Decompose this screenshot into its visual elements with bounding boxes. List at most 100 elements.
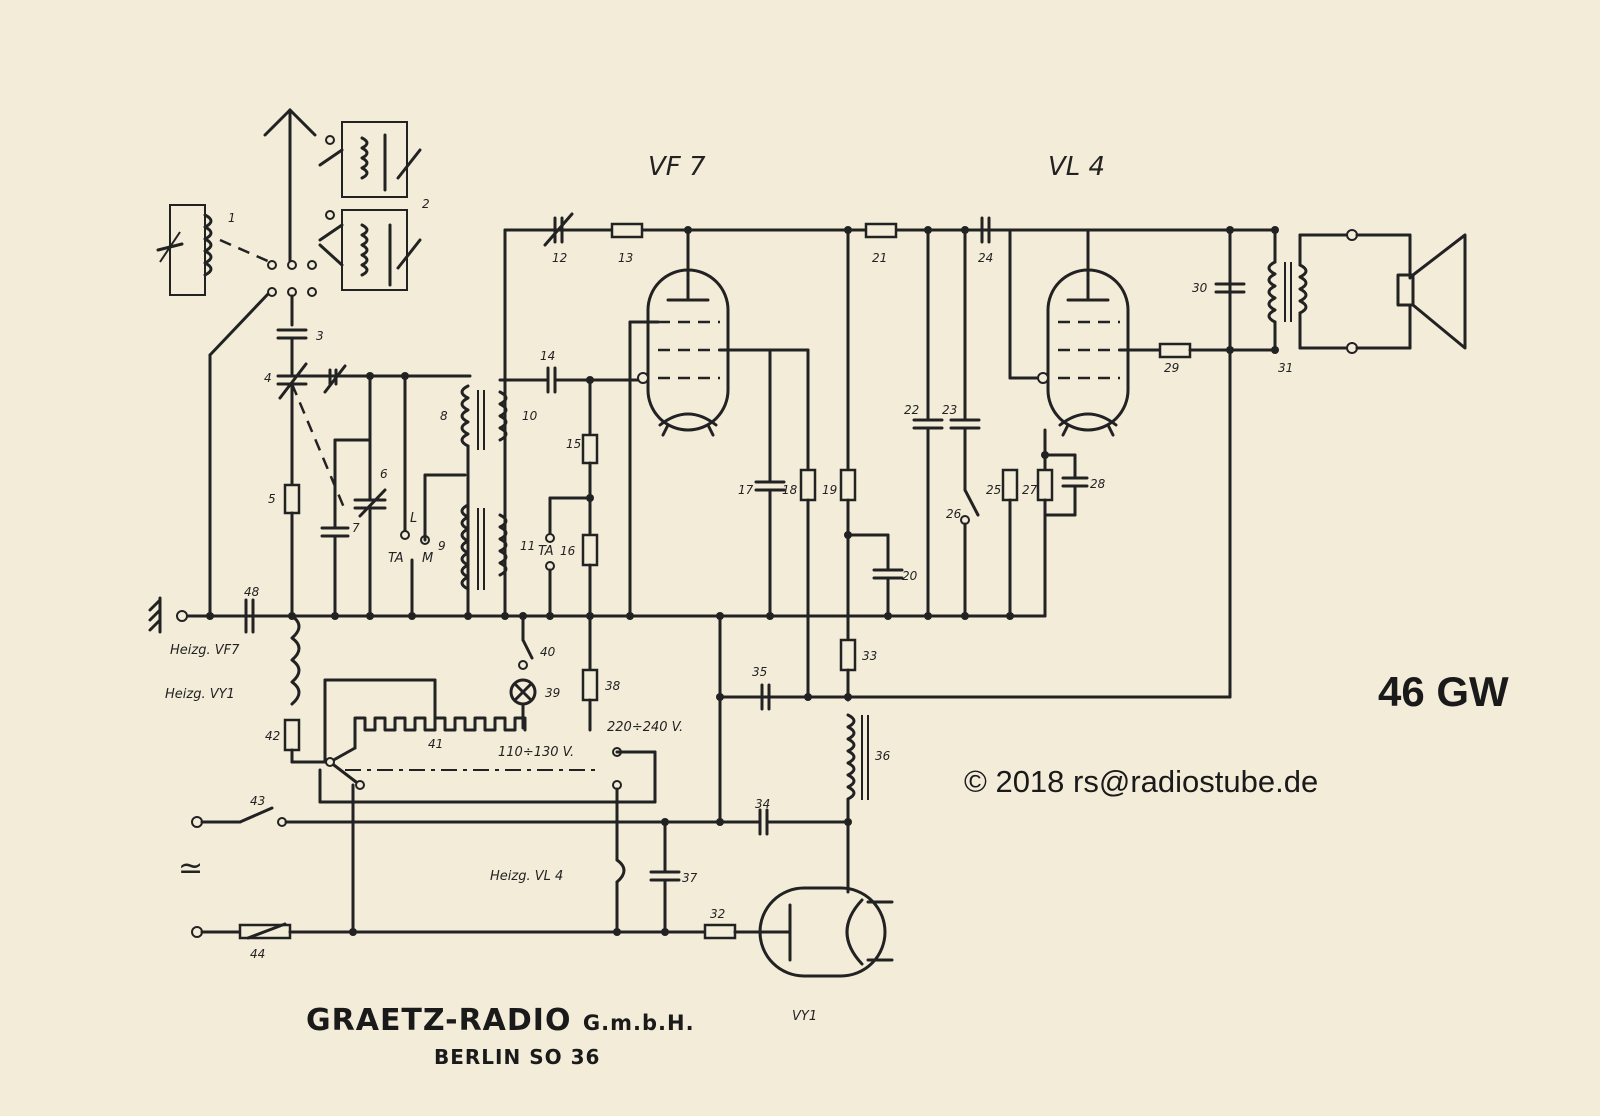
mains-symbol: ≃	[178, 851, 203, 886]
manufacturer-name: GRAETZ-RADIO G.m.b.H.	[306, 1003, 695, 1038]
label-15: 15	[566, 437, 581, 451]
heater-vl4: Heizg. VL 4	[490, 787, 626, 934]
capacitor-22: 22	[904, 228, 944, 618]
resistor-25: 25	[986, 468, 1019, 618]
label-7: 7	[352, 521, 360, 535]
label-12: 12	[552, 251, 567, 265]
label-switch-m: M	[422, 551, 433, 566]
label-40: 40	[540, 645, 556, 659]
line-fuse-44: 44	[191, 783, 707, 961]
pilot-lamp-39: 40 39	[509, 614, 560, 730]
label-19: 19	[822, 483, 837, 497]
label-41: 41	[428, 737, 443, 751]
resistor-29: 29	[1158, 342, 1277, 375]
capacitor-34: 34	[755, 797, 850, 836]
label-switch-ta: TA	[388, 551, 404, 566]
label-26: 26	[946, 507, 962, 521]
capacitor-24: 24	[978, 216, 1042, 380]
label-25: 25	[986, 483, 1001, 497]
label-21: 21	[872, 251, 887, 265]
label-36: 36	[875, 749, 891, 763]
label-16: 16	[560, 544, 576, 558]
coil-2: 2	[318, 121, 430, 291]
resistor-33: 33	[839, 638, 877, 702]
output-transformer-31: 31	[1267, 226, 1352, 375]
choke-36: 36	[846, 713, 891, 882]
capacitor-30: 30	[1192, 281, 1246, 295]
label-3: 3	[316, 329, 324, 343]
label-11: 11	[520, 539, 535, 553]
tube-vy1: VY1	[758, 878, 894, 1024]
label-heater-vl4: Heizg. VL 4	[490, 869, 563, 884]
label-22: 22	[904, 403, 919, 417]
manufacturer-brand: GRAETZ-RADIO	[306, 1003, 572, 1038]
capacitor-37: 37	[649, 820, 698, 934]
switch-9: L TA M 9	[388, 374, 467, 618]
label-20: 20	[902, 569, 918, 583]
label-43: 43	[250, 794, 265, 808]
label-32: 32	[710, 907, 725, 921]
label-38: 38	[605, 679, 621, 693]
capacitor-14: 14	[498, 349, 642, 394]
label-42: 42	[265, 729, 280, 743]
resistor-13: 13	[610, 222, 644, 265]
speaker-icon	[1346, 229, 1467, 354]
heater-chain: Heizg. VF7 Heizg. VY1 42	[165, 614, 332, 764]
label-34: 34	[755, 797, 770, 811]
capacitor-20: 20	[846, 533, 918, 618]
label-28: 28	[1090, 477, 1106, 491]
label-4: 4	[264, 371, 272, 385]
capacitor-35: 35	[752, 665, 771, 711]
trimmer-12: 12	[543, 212, 574, 265]
mains-switch-43: 43 ≃	[178, 794, 762, 886]
band-switch	[208, 260, 317, 618]
tube-vf7: VF 7	[628, 152, 810, 618]
resistor-15: 15 TA 16	[538, 378, 599, 618]
resistor-27-capacitor-28: 27 28	[1022, 428, 1106, 618]
label-volt-high: 220÷240 V.	[607, 720, 683, 735]
label-ta-16: TA	[538, 544, 554, 559]
resistor-32: 32	[703, 907, 792, 940]
label-heater-vf7: Heizg. VF7	[170, 643, 240, 658]
label-30: 30	[1192, 281, 1208, 295]
label-10: 10	[522, 409, 538, 423]
manufacturer-city: BERLIN SO 36	[434, 1045, 601, 1069]
label-5: 5	[268, 492, 276, 506]
plate-supply-bus	[503, 228, 1277, 618]
tube-vy1-name: VY1	[792, 1009, 817, 1024]
resistor-19: 19	[822, 228, 857, 642]
label-switch-l: L	[410, 511, 417, 526]
antenna-icon	[263, 108, 317, 267]
label-39: 39	[545, 686, 560, 700]
coil-8-10: 8 10	[440, 384, 538, 618]
tube-vf7-name: VF 7	[648, 152, 706, 182]
coil-1: 1	[156, 204, 271, 296]
label-13: 13	[618, 251, 633, 265]
label-14: 14	[540, 349, 555, 363]
label-29: 29	[1164, 361, 1179, 375]
capacitor-48: 48	[244, 585, 260, 634]
capacitor-3: 3	[276, 328, 324, 377]
capacitors-6-7: 6 7	[320, 374, 388, 618]
manufacturer-suffix: G.m.b.H.	[582, 1011, 695, 1035]
tube-vl4: VL 4	[1037, 152, 1162, 437]
resistor-21: 21	[864, 222, 898, 265]
label-6: 6	[380, 467, 388, 481]
voltage-selector-41: 41 220÷240 V. 110÷130 V.	[318, 678, 683, 804]
resistor-38: 38	[581, 614, 621, 732]
label-volt-low: 110÷130 V.	[498, 745, 574, 760]
model-number: 46 GW	[1378, 668, 1509, 715]
ground-rail	[148, 596, 1047, 634]
label-heater-vy1: Heizg. VY1	[165, 687, 235, 702]
label-2: 2	[422, 197, 430, 211]
label-8: 8	[440, 409, 448, 423]
label-33: 33	[862, 649, 877, 663]
copyright-notice: © 2018 rs@radiostube.de	[964, 764, 1319, 799]
label-44: 44	[250, 947, 265, 961]
label-35: 35	[752, 665, 767, 679]
junction-dots	[206, 226, 1234, 936]
label-17: 17	[738, 483, 754, 497]
label-23: 23	[942, 403, 957, 417]
capacitor-23: 23 26	[942, 228, 981, 618]
